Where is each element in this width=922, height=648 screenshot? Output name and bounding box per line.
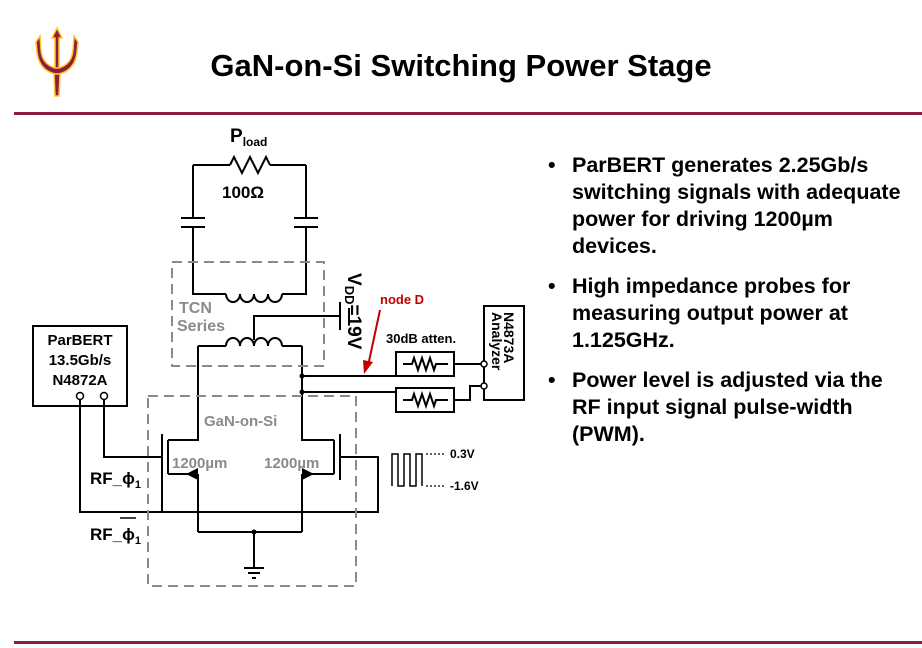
pulse-low-label: -1.6V	[450, 479, 479, 493]
bullet-marker: •	[548, 368, 556, 392]
bullet-text: Power level is adjusted via the RF input…	[572, 368, 883, 446]
tcn-bottom-coil-icon	[225, 337, 283, 347]
parbert-line1: ParBERT	[47, 332, 112, 349]
slide-title: GaN-on-Si Switching Power Stage	[210, 48, 712, 83]
device-right-label: 1200µm	[264, 455, 319, 472]
pulse-waveform-icon	[391, 453, 423, 487]
resistor-value: 100Ω	[222, 183, 264, 202]
attenuator-label: 30dB atten.	[386, 331, 456, 346]
bullet-marker: •	[548, 274, 556, 298]
gan-on-si-box	[147, 395, 357, 587]
attenuator-bottom-icon	[395, 387, 455, 413]
bottom-divider	[14, 641, 922, 644]
pulse-high-label: 0.3V	[450, 447, 475, 461]
node-arrow-icon	[367, 309, 381, 367]
bullet-marker: •	[548, 153, 556, 177]
tcn-label-line2: Series	[177, 318, 225, 335]
pload-label: Pload	[230, 126, 267, 149]
attenuator-top-icon	[395, 351, 455, 377]
device-left-label: 1200µm	[172, 455, 227, 472]
analyzer-box	[483, 305, 525, 401]
parbert-line2: 13.5Gb/s	[49, 352, 112, 369]
capacitor-right-icon	[294, 217, 318, 228]
rf-phi1-label: RF_ϕ1	[90, 469, 141, 491]
analyzer-line1: Analyzer	[489, 312, 505, 371]
bullet-list: • ParBERT generates 2.25Gb/s switching si…	[548, 152, 908, 461]
bullet-item: • ParBERT generates 2.25Gb/s switching si…	[548, 152, 908, 260]
bullet-item: • Power level is adjusted via the RF inpu…	[548, 367, 908, 448]
gan-label: GaN-on-Si	[204, 413, 277, 430]
vdd-source-icon	[339, 302, 350, 330]
rf-phi1-bar-label: RF_ϕ1	[90, 525, 141, 547]
ground-icon	[244, 567, 264, 579]
capacitor-left-icon	[181, 217, 205, 228]
node-d-label: node D	[380, 292, 424, 307]
parbert-line3: N4872A	[52, 372, 107, 389]
bullet-item: • High impedance probes for measuring out…	[548, 273, 908, 354]
load-resistor-icon	[229, 154, 271, 176]
top-divider	[14, 112, 922, 115]
tcn-top-coil-icon	[225, 293, 283, 303]
vdd-label: VDD=19V	[342, 273, 364, 350]
bullet-text: High impedance probes for measuring outp…	[572, 274, 851, 352]
trident-logo-icon	[35, 26, 79, 97]
analyzer-line2: N4873A	[501, 312, 517, 363]
circuit-diagram: Pload 100Ω TCN Series VDD=19V node D 30d…	[32, 126, 525, 587]
bullet-text: ParBERT generates 2.25Gb/s switching sig…	[572, 153, 901, 258]
tcn-label-line1: TCN	[179, 300, 212, 317]
